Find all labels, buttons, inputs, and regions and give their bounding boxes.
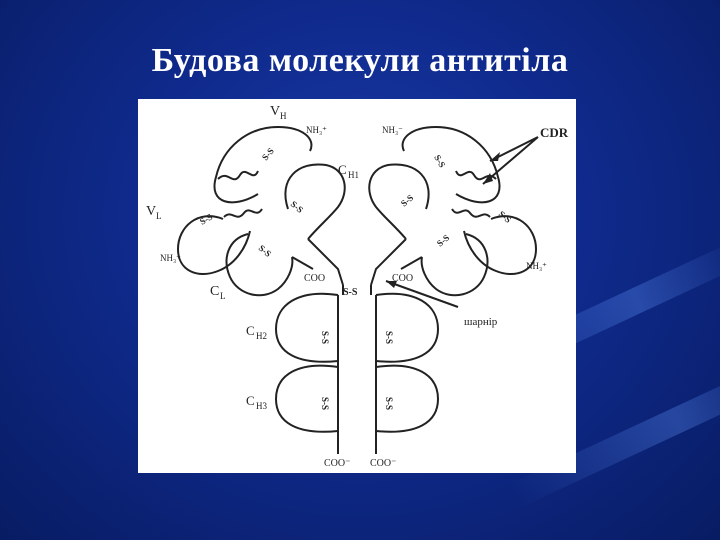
label-nh3-right: NH₃⁺ (526, 261, 547, 271)
vl-left-domain (176, 215, 251, 275)
disulfide-hinge: S-S (343, 287, 358, 298)
label-nh3-top-left: NH₃⁺ (306, 125, 327, 135)
label-cl: C (210, 284, 219, 299)
cl-left-domain (225, 233, 294, 297)
vl-right-domain (463, 215, 538, 275)
label-cdr: CDR (540, 125, 569, 140)
label-nh3-left: NH₃⁺ (160, 253, 181, 263)
vl-wiggle (223, 208, 263, 218)
vl-right-wiggle (451, 208, 491, 218)
label-ch3-sub: H3 (256, 401, 267, 411)
label-vl-sub: L (156, 211, 162, 221)
disulfide-ch3-right: S-S (384, 397, 394, 410)
vh-cdr-wiggle (217, 170, 259, 181)
disulfide-ch2-left: S-S (320, 331, 330, 344)
label-hinge: шарнір (464, 316, 498, 328)
ch1-right-domain (368, 163, 430, 240)
cl-right-domain (420, 233, 489, 297)
ch1-left-domain (284, 163, 346, 240)
disulfide-ch1-left: S-S (289, 199, 305, 215)
label-coo-bottom-right: COO⁻ (370, 458, 396, 469)
disulfide-ch1-right: S-S (399, 193, 415, 209)
disulfide-cl-left: S-S (257, 243, 273, 259)
hinge-arrow (385, 280, 459, 308)
label-ch2-sub: H2 (256, 331, 267, 341)
ch3-left-domain (274, 364, 339, 433)
label-ch1: C (338, 162, 347, 177)
label-vl: V (146, 204, 156, 219)
ch2-left-domain (274, 292, 339, 363)
antibody-diagram: V H V L C H1 C L C H2 C H3 CDR шарнір NH… (146, 104, 569, 469)
right-arm-connector (370, 238, 407, 286)
left-light-chain (291, 256, 314, 270)
label-coo-right: COO (392, 273, 413, 284)
label-coo-bottom-left: COO⁻ (324, 458, 350, 469)
label-coo-left: COO (304, 273, 325, 284)
disulfide-cl-right: S-S (435, 233, 451, 249)
arrowheads (386, 152, 500, 288)
label-cl-sub: L (220, 291, 226, 301)
disulfide-ch2-right: S-S (384, 331, 394, 344)
disulfide-vh-left: S-S (260, 146, 276, 162)
label-ch1-sub: H1 (348, 170, 359, 180)
label-ch2: C (246, 323, 255, 338)
disulfide-ch3-left: S-S (320, 397, 330, 410)
left-arm-connector (307, 238, 344, 286)
label-vh: V (270, 104, 280, 119)
disulfide-vh-right: S-S (432, 153, 447, 169)
ch3-right-domain (375, 364, 440, 433)
slide-title: Будова молекули антитіла (151, 42, 569, 79)
disulfide-vl-left: S-S (198, 212, 214, 227)
disulfide-vl-right: S-S (497, 209, 513, 225)
vh-domain (213, 125, 313, 204)
label-vh-sub: H (280, 111, 287, 121)
ch2-right-domain (375, 292, 440, 363)
label-nh3-top-right: NH₃⁻ (382, 125, 403, 135)
antibody-diagram-panel: V H V L C H1 C L C H2 C H3 CDR шарнір NH… (138, 99, 576, 473)
vh-right-domain (401, 125, 501, 204)
label-ch3: C (246, 393, 255, 408)
hinge-region (342, 285, 372, 295)
right-light-chain (400, 256, 423, 270)
